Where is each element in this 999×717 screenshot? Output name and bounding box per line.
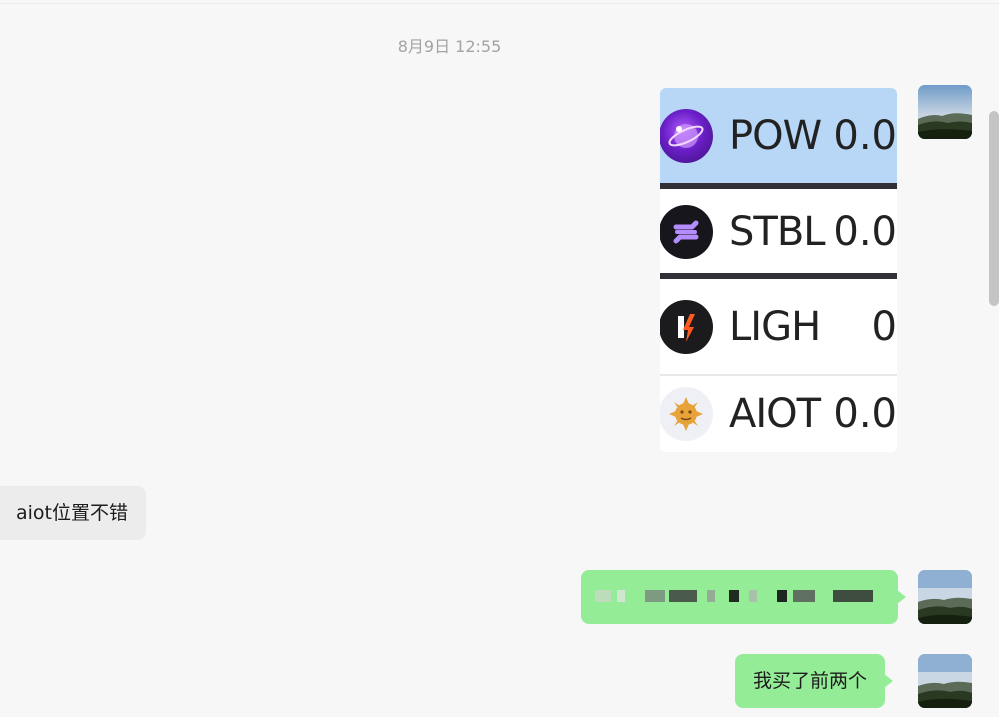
scrollbar-thumb[interactable] (989, 111, 999, 306)
pixelated-block (707, 590, 715, 602)
ligh-coin-icon (660, 300, 713, 354)
pow-coin-icon (660, 108, 713, 163)
divider (660, 273, 897, 279)
divider (660, 183, 897, 189)
pixelated-block (669, 590, 697, 602)
image-message[interactable]: POW 0.0 STBL 0.0 LIGH 0 (660, 88, 897, 452)
pixelated-block (645, 590, 665, 602)
coin-row-stbl: STBL 0.0 (660, 189, 897, 275)
coin-row-ligh: LIGH 0 (660, 279, 897, 375)
pixelated-block (777, 590, 787, 602)
outgoing-message-bubble[interactable]: 我买了前两个 (735, 654, 894, 708)
coin-value: 0.0 (833, 209, 897, 255)
coin-value: 0.0 (833, 391, 897, 437)
coin-symbol: LIGH (729, 304, 821, 350)
avatar[interactable] (918, 85, 972, 139)
pixelated-block (749, 590, 757, 602)
coin-row-pow: POW 0.0 (660, 88, 897, 183)
incoming-message-bubble[interactable]: aiot位置不错 (0, 486, 146, 540)
coin-symbol: POW (729, 112, 822, 159)
coin-value: 0 (871, 304, 897, 350)
redacted-message-bubble[interactable] (581, 570, 906, 624)
coin-row-aiot: AIOT 0.0 (660, 376, 897, 452)
divider (660, 374, 897, 376)
landscape-avatar-icon (918, 654, 972, 708)
aiot-coin-icon (660, 387, 713, 441)
pixelated-block (833, 590, 873, 602)
divider (0, 3, 999, 4)
message-timestamp: 8月9日 12:55 (397, 37, 502, 56)
coin-symbol: STBL (729, 209, 826, 255)
coin-symbol: AIOT (729, 391, 821, 437)
avatar[interactable] (918, 654, 972, 708)
avatar[interactable] (918, 570, 972, 624)
pixelated-block (729, 590, 739, 602)
coin-value: 0.0 (833, 112, 897, 159)
pixelated-block (595, 590, 611, 602)
landscape-avatar-icon (918, 570, 972, 624)
pixelated-block (793, 590, 815, 602)
pixelated-block (617, 590, 625, 602)
landscape-avatar-icon (918, 85, 972, 139)
stbl-coin-icon (660, 205, 713, 259)
